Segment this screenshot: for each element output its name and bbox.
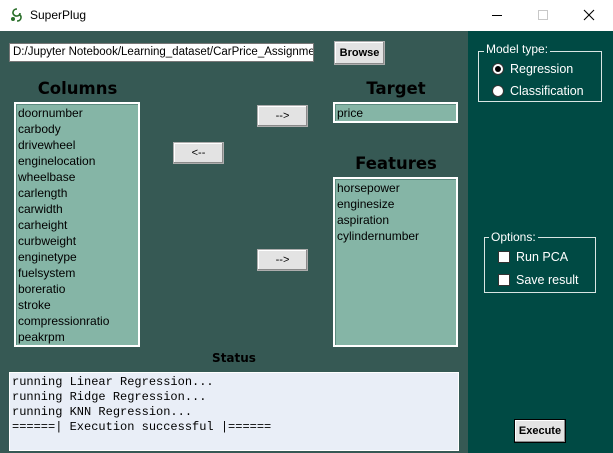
column-list-item[interactable]: carbody: [18, 122, 61, 136]
status-log-line: running Linear Regression...: [12, 375, 214, 389]
move-back-button[interactable]: <--: [173, 142, 224, 164]
target-item[interactable]: price: [337, 106, 364, 120]
column-list-item[interactable]: doornumber: [18, 106, 83, 120]
maximize-icon: [538, 10, 548, 20]
regression-label: Regression: [510, 62, 574, 76]
status-log-line: running Ridge Regression...: [12, 390, 207, 404]
status-label: Status: [212, 351, 256, 365]
regression-radio[interactable]: [492, 63, 504, 75]
run-pca-checkbox[interactable]: [498, 251, 510, 263]
column-list-item[interactable]: fuelsystem: [18, 266, 76, 280]
column-list-item[interactable]: wheelbase: [18, 170, 76, 184]
column-list-item[interactable]: drivewheel: [18, 138, 76, 152]
column-list-item[interactable]: curbweight: [18, 234, 77, 248]
options-legend: Options:: [489, 230, 538, 244]
regression-radio-option[interactable]: Regression: [492, 62, 573, 76]
save-result-option[interactable]: Save result: [498, 273, 579, 287]
target-heading: Target: [366, 79, 426, 98]
column-list-item[interactable]: peakrpm: [18, 330, 65, 344]
feature-list-item[interactable]: cylindernumber: [337, 229, 420, 243]
status-log-line: running KNN Regression...: [12, 405, 193, 419]
browse-button[interactable]: Browse: [334, 41, 385, 65]
status-log-line: ======| Execution successful |======: [12, 420, 272, 434]
column-list-item[interactable]: carheight: [18, 218, 68, 232]
maximize-button[interactable]: [520, 0, 566, 30]
run-pca-label: Run PCA: [516, 250, 569, 264]
columns-listbox[interactable]: doornumber carbody drivewheel enginelocatio…: [14, 102, 140, 347]
classification-radio[interactable]: [492, 85, 504, 97]
file-path-input[interactable]: D:/Jupyter Notebook/Learning_dataset/Car…: [9, 43, 314, 62]
target-listbox[interactable]: price: [333, 102, 458, 123]
options-group: [484, 237, 596, 293]
column-list-item[interactable]: compressionratio: [18, 314, 110, 328]
move-to-features-button[interactable]: -->: [257, 249, 308, 271]
minimize-icon: [492, 15, 502, 16]
save-result-label: Save result: [516, 273, 579, 287]
column-list-item[interactable]: enginetype: [18, 250, 77, 264]
column-list-item[interactable]: carlength: [18, 186, 68, 200]
feature-list-item[interactable]: horsepower: [337, 181, 400, 195]
classification-label: Classification: [510, 84, 584, 98]
save-result-checkbox[interactable]: [498, 274, 510, 286]
features-heading: Features: [355, 154, 437, 173]
column-list-item[interactable]: enginelocation: [18, 154, 96, 168]
classification-radio-option[interactable]: Classification: [492, 84, 584, 98]
app-logo-icon: [9, 7, 25, 23]
run-pca-option[interactable]: Run PCA: [498, 250, 568, 264]
execute-button[interactable]: Execute: [514, 419, 566, 443]
feature-list-item[interactable]: aspiration: [337, 213, 390, 227]
title-bar: SuperPlug: [0, 0, 613, 31]
minimize-button[interactable]: [474, 0, 520, 30]
columns-heading: Columns: [37, 79, 118, 98]
features-listbox[interactable]: horsepower enginesize aspiration cylindernu…: [333, 177, 458, 347]
window-title: SuperPlug: [30, 8, 87, 22]
close-icon: [583, 9, 595, 21]
status-log[interactable]: running Linear Regression...running Ridg…: [9, 372, 459, 451]
column-list-item[interactable]: carwidth: [18, 202, 63, 216]
model-type-legend: Model type:: [484, 42, 551, 56]
close-button[interactable]: [566, 0, 612, 30]
column-list-item[interactable]: boreratio: [18, 282, 66, 296]
column-list-item[interactable]: stroke: [18, 298, 51, 312]
feature-list-item[interactable]: enginesize: [337, 197, 395, 211]
move-to-target-button[interactable]: -->: [257, 105, 308, 127]
